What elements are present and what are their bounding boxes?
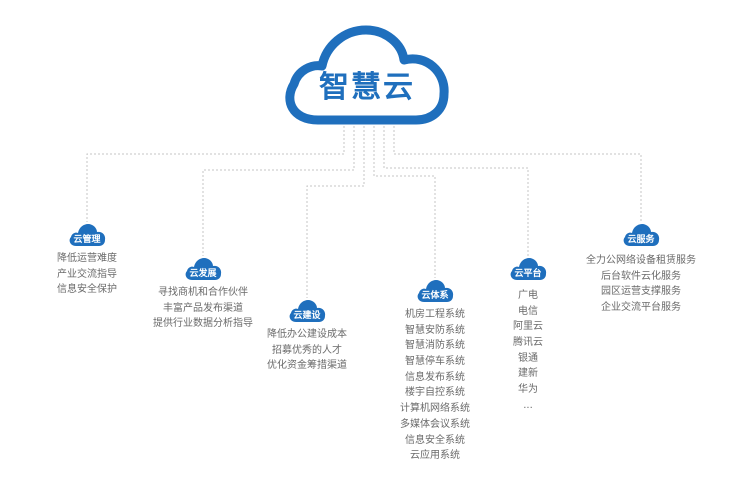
connector-line-cloud-development [202, 118, 355, 256]
cloud-platform-badge: 云平台 [508, 256, 548, 282]
list-item: 阿里云 [513, 321, 543, 333]
list-item: 园区运营支撑服务 [601, 286, 681, 298]
branch-label: 云体系 [421, 291, 449, 301]
cloud-service-badge: 云服务 [621, 222, 661, 248]
list-item: 提供行业数据分析指导 [153, 318, 253, 330]
list-item: 广电 [518, 290, 538, 301]
cloud-system-badge: 云体系 [415, 278, 455, 304]
connector-line-cloud-construction [306, 118, 365, 298]
cloud-development-badge: 云发展 [183, 256, 223, 282]
list-item: 信息安全保护 [57, 284, 117, 296]
cloud-management-badge: 云管理 [67, 222, 107, 248]
list-item: ... [523, 399, 533, 411]
cloud-icon [289, 300, 326, 322]
list-item: 优化资金筹措渠道 [267, 360, 347, 372]
list-item: 计算机网络系统 [400, 403, 470, 415]
item-list: 广电 电信 阿里云 腾讯云 银通 建新 华为 ... [498, 288, 558, 414]
list-item: 降低运营难度 [57, 253, 117, 264]
cloud-icon [185, 258, 222, 280]
list-item: 华为 [518, 384, 538, 396]
item-list: 全力公网络设备租赁服务 后台软件云化服务 园区运营支撑服务 企业交流平台服务 [571, 253, 711, 316]
list-item: 产业交流指导 [57, 268, 117, 280]
list-item: 电信 [518, 305, 538, 317]
list-item: 招募优秀的人才 [272, 344, 342, 356]
cloud-icon [510, 258, 547, 280]
list-item: 建新 [518, 368, 538, 380]
branch-label: 云建设 [293, 311, 321, 321]
main-title: 智慧云 [319, 70, 415, 105]
connector-line-cloud-platform [383, 118, 529, 256]
item-list: 寻找商机和合作伙伴 丰富产品发布渠道 提供行业数据分析指导 [138, 285, 268, 332]
branch-label: 云平台 [514, 269, 542, 279]
list-item: 寻找商机和合作伙伴 [158, 287, 248, 298]
cloud-icon [623, 224, 660, 246]
list-item: 全力公网络设备租赁服务 [586, 255, 696, 266]
list-item: 信息安全系统 [405, 434, 465, 446]
cloud-icon [69, 224, 106, 246]
branch-label: 云管理 [73, 235, 101, 245]
list-item: 智慧消防系统 [405, 340, 465, 352]
list-item: 楼宇自控系统 [405, 387, 465, 399]
list-item: 后台软件云化服务 [601, 270, 681, 282]
list-item: 多媒体会议系统 [400, 418, 470, 430]
list-item: 丰富产品发布渠道 [163, 302, 243, 314]
branch-label: 云服务 [627, 235, 655, 245]
list-item: 企业交流平台服务 [601, 302, 681, 314]
connector-line-cloud-management [86, 118, 345, 222]
list-item: 信息发布系统 [405, 371, 465, 383]
item-list: 机房工程系统 智慧安防系统 智慧消防系统 智慧停车系统 信息发布系统 楼宇自控系… [390, 307, 480, 464]
list-item: 智慧停车系统 [405, 356, 465, 368]
list-item: 银通 [518, 352, 538, 364]
item-list: 降低办公建设成本 招募优秀的人才 优化资金筹措渠道 [252, 327, 362, 374]
list-item: 机房工程系统 [405, 309, 465, 320]
item-list: 降低运营难度 产业交流指导 信息安全保护 [44, 251, 130, 298]
list-item: 腾讯云 [513, 337, 543, 349]
list-item: 降低办公建设成本 [267, 329, 347, 340]
connector-line-cloud-system [373, 118, 436, 278]
list-item: 云应用系统 [410, 450, 460, 462]
main-cloud-icon [285, 25, 449, 125]
branch-label: 云发展 [189, 269, 217, 279]
cloud-construction-badge: 云建设 [287, 298, 327, 324]
connector-line-cloud-service [393, 118, 642, 222]
cloud-icon [417, 280, 454, 302]
list-item: 智慧安防系统 [405, 324, 465, 336]
